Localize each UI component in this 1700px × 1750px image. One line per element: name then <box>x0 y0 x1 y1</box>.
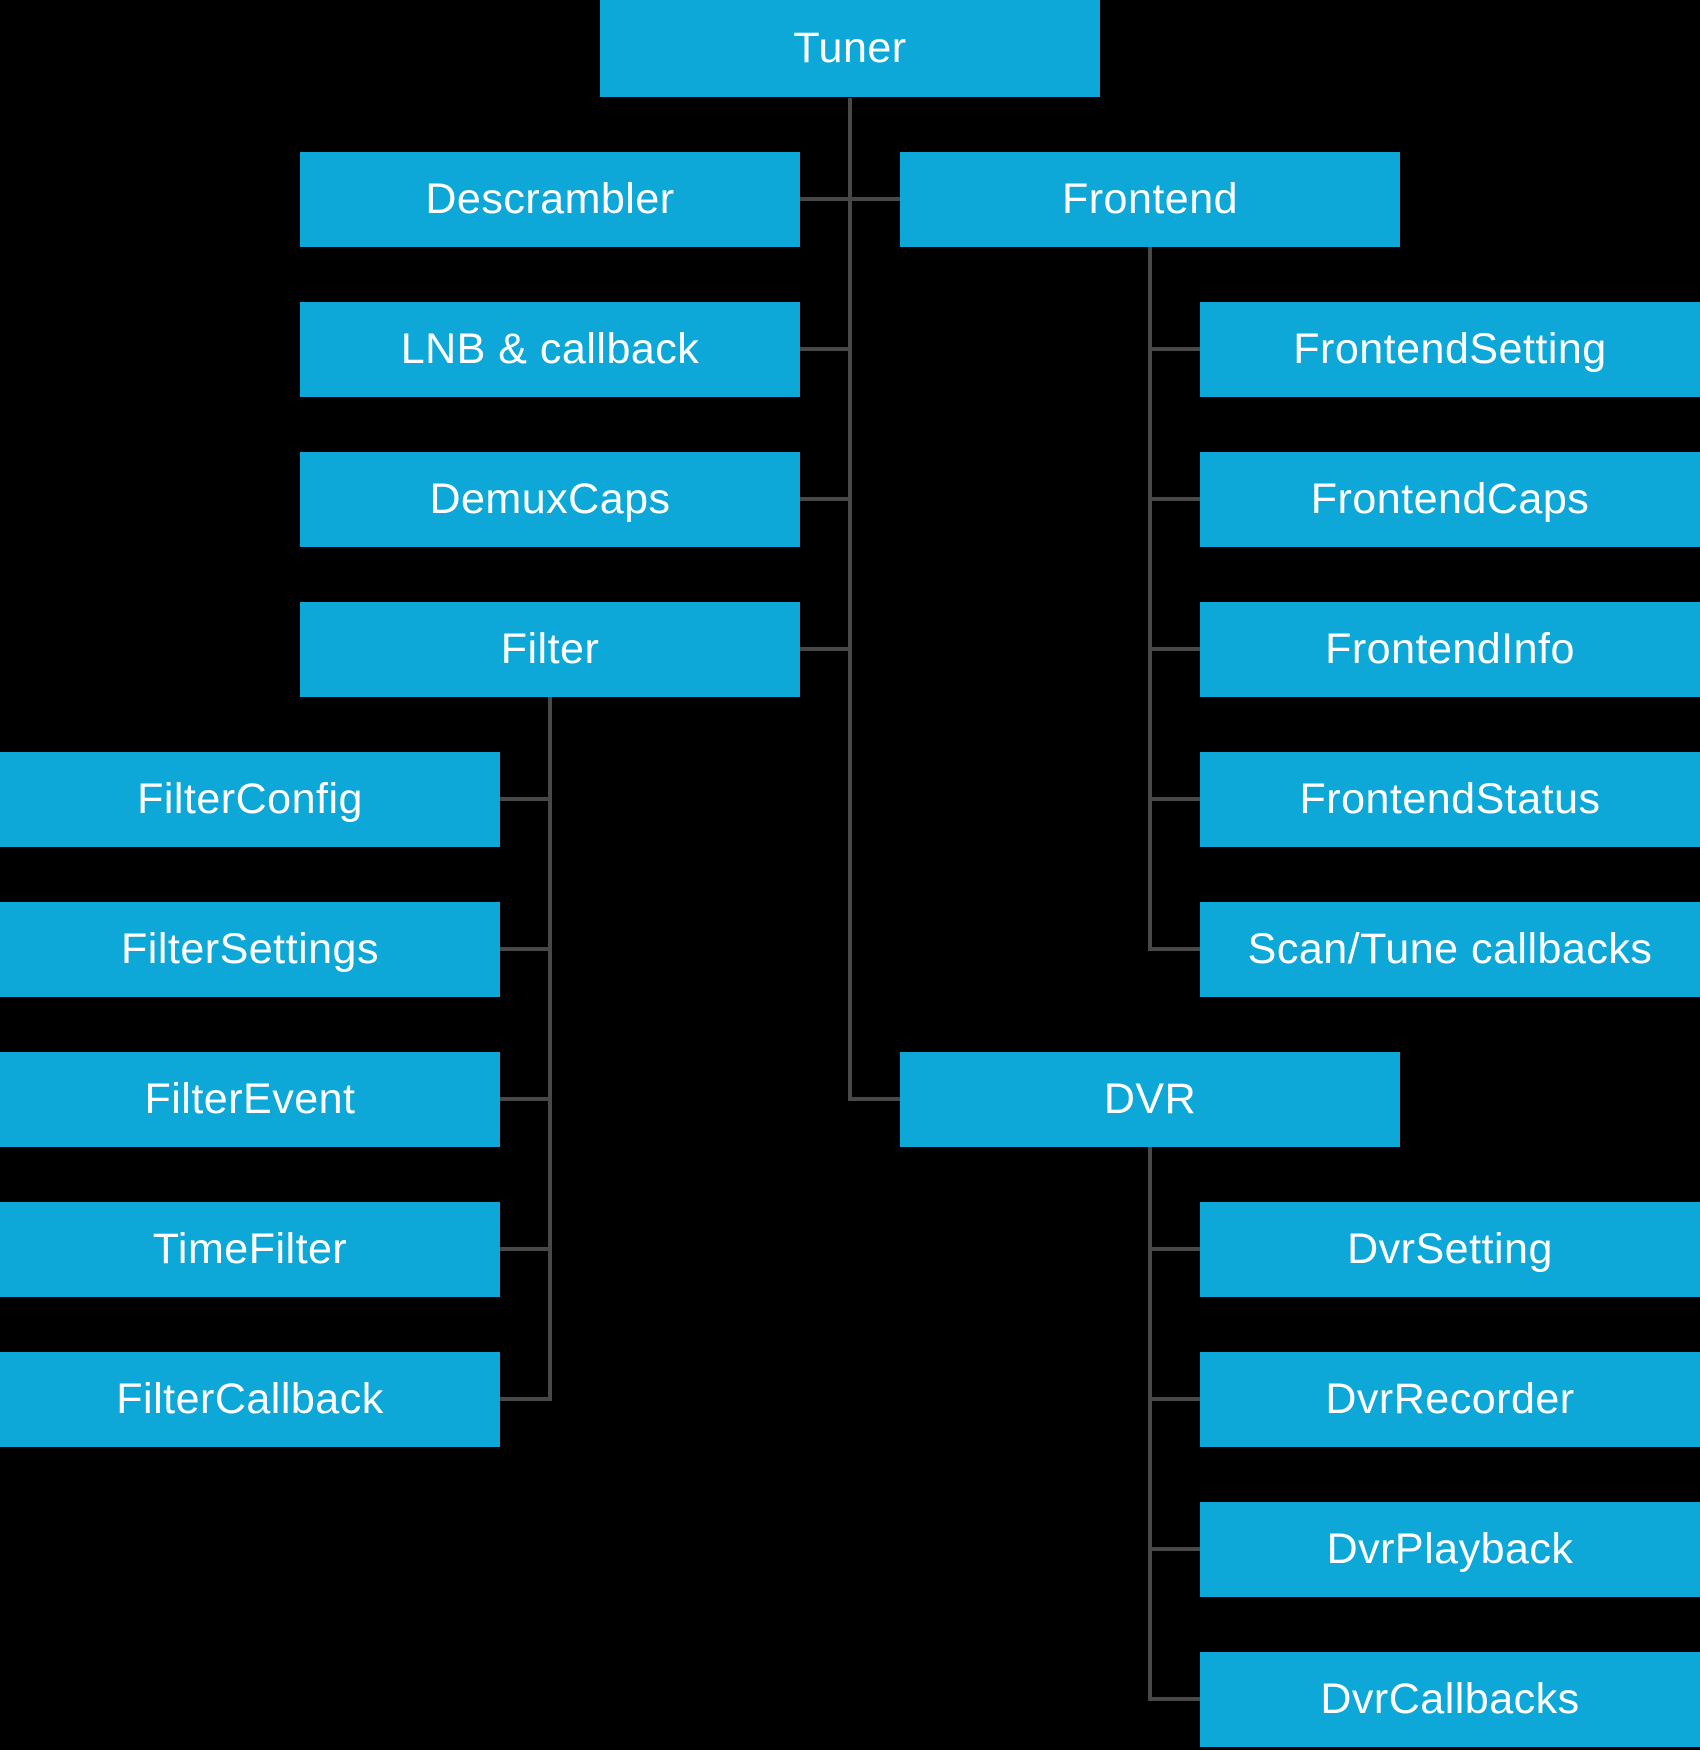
node-filter-config: FilterConfig <box>0 752 500 847</box>
node-frontend-info: FrontendInfo <box>1200 602 1700 697</box>
connector-dvr-playback <box>1148 1547 1200 1551</box>
connector-dvr-elbow <box>848 1097 900 1101</box>
node-dvr-callbacks: DvrCallbacks <box>1200 1652 1700 1747</box>
node-tuner: Tuner <box>600 0 1100 97</box>
node-frontend-caps: FrontendCaps <box>1200 452 1700 547</box>
node-lnb-callback: LNB & callback <box>300 302 800 397</box>
connector-frontend-info <box>1148 647 1200 651</box>
node-time-filter: TimeFilter <box>0 1202 500 1297</box>
node-demux-caps: DemuxCaps <box>300 452 800 547</box>
node-descrambler: Descrambler <box>300 152 800 247</box>
connector-lnb-callback <box>800 347 852 351</box>
connector-frontend-trunk <box>1148 247 1152 950</box>
node-scan-tune-callbacks: Scan/Tune callbacks <box>1200 902 1700 997</box>
connector-filter <box>800 647 852 651</box>
node-frontend-setting: FrontendSetting <box>1200 302 1700 397</box>
node-dvr-recorder: DvrRecorder <box>1200 1352 1700 1447</box>
node-frontend: Frontend <box>900 152 1400 247</box>
node-dvr: DVR <box>900 1052 1400 1147</box>
connector-demux-caps <box>800 497 852 501</box>
connector-dvr-setting <box>1148 1247 1200 1251</box>
connector-scan-tune-callbacks <box>1148 947 1200 951</box>
node-frontend-status: FrontendStatus <box>1200 752 1700 847</box>
connector-frontend-caps <box>1148 497 1200 501</box>
node-filter-callback: FilterCallback <box>0 1352 500 1447</box>
connector-descrambler-frontend <box>800 197 900 201</box>
node-dvr-playback: DvrPlayback <box>1200 1502 1700 1597</box>
connector-filter-trunk <box>548 697 552 1400</box>
connector-filter-settings <box>500 947 552 951</box>
connector-time-filter <box>500 1247 552 1251</box>
connector-frontend-setting <box>1148 347 1200 351</box>
connector-dvr-recorder <box>1148 1397 1200 1401</box>
node-dvr-setting: DvrSetting <box>1200 1202 1700 1297</box>
node-filter-settings: FilterSettings <box>0 902 500 997</box>
connector-dvr-trunk <box>1148 1147 1152 1700</box>
connector-filter-config <box>500 797 552 801</box>
node-filter-event: FilterEvent <box>0 1052 500 1147</box>
connector-filter-callback <box>500 1397 552 1401</box>
connector-tuner-trunk <box>848 98 852 1100</box>
connector-frontend-status <box>1148 797 1200 801</box>
connector-dvr-callbacks <box>1148 1697 1200 1701</box>
connector-filter-event <box>500 1097 552 1101</box>
node-filter: Filter <box>300 602 800 697</box>
